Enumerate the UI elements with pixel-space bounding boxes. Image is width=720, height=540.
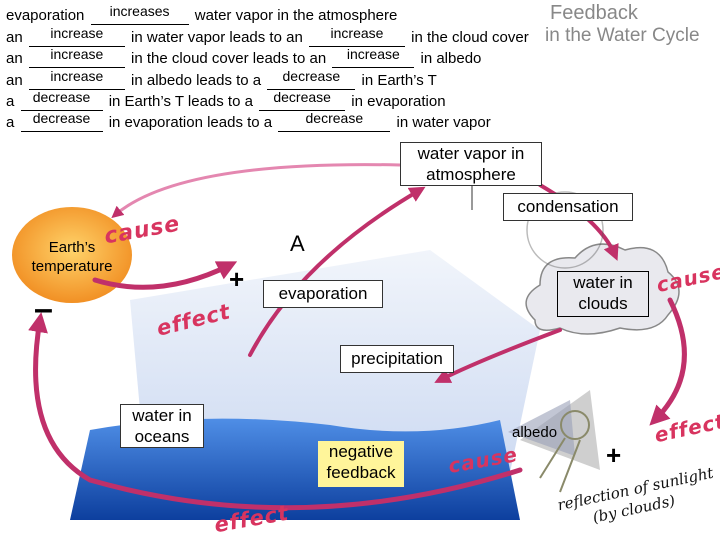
albedo-ornament-chain <box>539 437 581 493</box>
blank: increase <box>28 46 125 68</box>
arrow-albedo-to-earth <box>28 312 523 511</box>
sentence-mid: water vapor in the atmosphere <box>194 7 398 24</box>
blank: decrease <box>259 89 346 111</box>
blank-answer: decrease <box>305 110 364 126</box>
blank: decrease <box>278 110 391 132</box>
blank: decrease <box>20 89 103 111</box>
blank-answer: increase <box>346 46 400 62</box>
node-albedo: albedo <box>512 424 558 441</box>
blank-answer: decrease <box>273 89 331 105</box>
blank: increase <box>332 46 415 68</box>
cloud-shape <box>525 243 680 335</box>
blank: increase <box>28 25 125 47</box>
albedo-highlight <box>508 400 575 456</box>
sentence-post: in Earth’s T <box>361 72 437 89</box>
sentence-mid: in Earth’s T leads to a <box>108 93 253 110</box>
albedo-ornament <box>560 410 590 440</box>
earth-temperature-shape <box>12 207 132 303</box>
node-evaporation: evaporation <box>263 280 383 308</box>
sentence-2: an increase in water vapor leads to an i… <box>6 25 529 47</box>
arrow-earth-to-evaporation <box>92 261 238 290</box>
sentence-3: an increase in the cloud cover leads to … <box>6 46 482 68</box>
blank-answer: increase <box>330 25 384 41</box>
sentence-post: in evaporation <box>351 93 446 110</box>
title-line2: in the Water Cycle <box>545 25 700 46</box>
blank: decrease <box>20 110 103 132</box>
sign-plus-albedo: + <box>606 440 622 470</box>
sentence-4: an increase in albedo leads to a decreas… <box>6 68 437 90</box>
arrow-cloud-to-albedo <box>649 297 687 426</box>
node-water-vapor: water vapor in atmosphere <box>400 142 542 186</box>
sentence-pre: a <box>6 93 15 110</box>
sentence-mid: in the cloud cover leads to an <box>131 50 327 67</box>
sentence-mid: in albedo leads to a <box>131 72 262 89</box>
sentence-pre: evaporation <box>6 7 85 24</box>
title-line1: Feedback <box>550 2 638 24</box>
loop-arrows <box>28 163 687 511</box>
sentence-pre: a <box>6 114 15 131</box>
sentence-post: in water vapor <box>396 114 491 131</box>
blank-answer: increase <box>50 25 104 41</box>
sentence-pre: an <box>6 50 23 67</box>
blank: increase <box>308 25 405 47</box>
sentence-mid: in water vapor leads to an <box>131 29 303 46</box>
sign-minus-earth: – <box>34 290 53 328</box>
blank: decrease <box>267 68 356 90</box>
sentence-post: in the cloud cover <box>411 29 529 46</box>
loop-label: A <box>290 231 305 256</box>
blank: increases <box>90 3 189 25</box>
arrow-precipitation <box>434 328 562 383</box>
condensation-ring <box>526 191 604 269</box>
node-earth-temperature: Earth’s temperature <box>31 239 113 275</box>
blank-answer: increase <box>50 68 104 84</box>
node-precipitation: precipitation <box>340 345 454 373</box>
diagram-title: Feedback in the Water Cycle <box>545 2 720 47</box>
node-clouds: water in clouds <box>557 271 649 317</box>
blank-answer: increases <box>109 3 170 19</box>
sentence-6: a decrease in evaporation leads to a dec… <box>6 110 491 132</box>
arrow-evaporation <box>248 186 426 357</box>
sentence-post: in albedo <box>420 50 482 67</box>
node-condensation: condensation <box>503 193 633 221</box>
sentence-1: evaporation increases water vapor in the… <box>6 3 398 25</box>
sentence-mid: in evaporation leads to a <box>108 114 273 131</box>
node-negative-feedback: negative feedback <box>318 441 404 487</box>
blank-answer: increase <box>50 46 104 62</box>
node-oceans: water in oceans <box>120 404 204 448</box>
sign-plus-evaporation: + <box>229 264 245 294</box>
blank-answer: decrease <box>32 89 91 105</box>
blank-answer: decrease <box>282 68 341 84</box>
sentence-5: a decrease in Earth’s T leads to a decre… <box>6 89 446 111</box>
sentence-pre: an <box>6 29 23 46</box>
blank: increase <box>28 68 125 90</box>
arrow-top-left <box>111 163 402 219</box>
blank-answer: decrease <box>32 110 91 126</box>
sentence-pre: an <box>6 72 23 89</box>
